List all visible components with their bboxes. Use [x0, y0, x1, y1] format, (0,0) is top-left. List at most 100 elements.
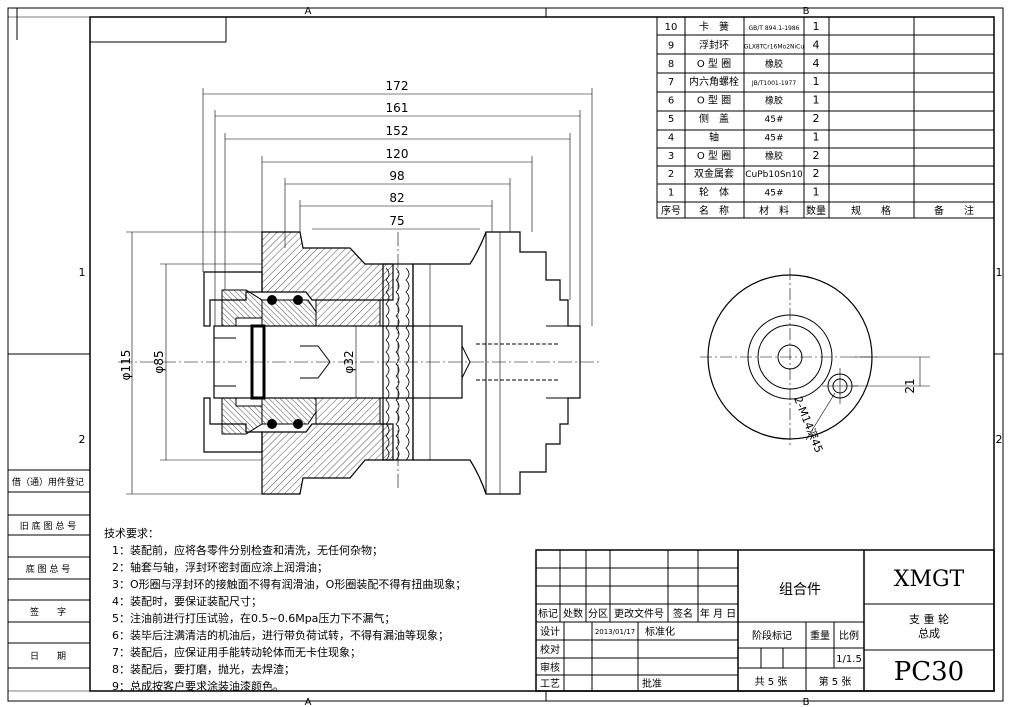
- note-4: 4：装配时，要保证装配尺寸；: [112, 595, 262, 608]
- bom-cell-no: 7: [668, 77, 674, 88]
- bom-cell-qty: 2: [813, 112, 820, 125]
- dim-172: 172: [386, 79, 409, 93]
- note-2: 2：轴套与轴，浮封环密封面应涂上润滑油；: [112, 561, 328, 574]
- tb-process: 工艺: [540, 678, 560, 690]
- bom-cell-no: 4: [668, 132, 674, 143]
- bom-cell-material: 45#: [765, 189, 784, 199]
- tb-stage-mark: 阶段标记: [752, 629, 792, 642]
- section-view: [118, 231, 600, 495]
- bom-cell-qty: 1: [813, 94, 820, 107]
- bom-cell-qty: 4: [813, 57, 820, 70]
- bom-cell-qty: 1: [813, 186, 820, 199]
- dim-dia-115: φ115: [119, 350, 133, 381]
- bom-header-no: 序号: [661, 204, 681, 217]
- bom-cell-no: 3: [668, 151, 674, 162]
- bom-cell-no: 8: [668, 59, 674, 70]
- rev-zone: 分区: [588, 608, 608, 620]
- dim-75: 75: [389, 214, 404, 228]
- dim-dia-32: φ32: [342, 350, 356, 373]
- tb-design: 设计: [540, 625, 560, 638]
- bom-cell-qty: 1: [813, 130, 820, 143]
- row-1-left: 1: [79, 266, 86, 279]
- dim-thread: 2-M14深45: [791, 395, 825, 455]
- registry-label-sign: 签 字: [30, 606, 66, 618]
- tb-design-date: 2013/01/17: [595, 628, 635, 636]
- rev-mark: 标记: [538, 608, 558, 620]
- dim-82: 82: [389, 191, 404, 205]
- title-rev-headers: 标记 处数 分区 更改文件号 签名 年 月 日: [538, 607, 736, 620]
- bom-cell-name: 内六角螺栓: [689, 75, 739, 88]
- dim-152: 152: [386, 124, 409, 138]
- bom-cell-no: 2: [668, 169, 674, 180]
- notes-title: 技术要求：: [104, 527, 159, 540]
- row-2-left: 2: [79, 433, 86, 446]
- tb-review: 审核: [540, 661, 560, 674]
- dim-120: 120: [386, 147, 409, 161]
- bom-header-name: 名 称: [699, 204, 729, 217]
- title-block: [535, 549, 995, 692]
- rev-doc: 更改文件号: [614, 607, 664, 620]
- bom-table: [656, 16, 995, 219]
- horizontal-dimensions: [202, 88, 593, 326]
- bom-cell-material: 橡胶: [765, 95, 783, 107]
- bom-cell-qty: 2: [813, 167, 820, 180]
- zone-a-bottom: A: [305, 697, 312, 707]
- bom-cell-name: O 型 圈: [697, 94, 731, 107]
- tb-weight: 重量: [810, 629, 830, 642]
- bom-header-qty: 数量: [806, 204, 826, 217]
- note-8: 8：装配后，要打磨，抛光，去焊渣；: [112, 663, 295, 676]
- tb-sheet-no: 第 5 张: [819, 675, 852, 688]
- dim-98: 98: [389, 169, 404, 183]
- tb-standardize: 标准化: [645, 625, 675, 638]
- bom-cell-qty: 1: [813, 75, 820, 88]
- bom-cell-material: JB/T1001-1977: [751, 80, 796, 87]
- tb-drawing-name-1: 支 重 轮: [909, 612, 949, 626]
- bom-cell-material: 45#: [765, 133, 784, 143]
- note-9: 9：总成按客户要求涂装油漆颜色。: [112, 680, 284, 693]
- bom-cell-material: 橡胶: [765, 58, 783, 70]
- registry-label-date: 日 期: [30, 651, 66, 662]
- dim-161: 161: [386, 101, 409, 115]
- dim-21: 21: [903, 378, 917, 393]
- rev-sign: 签名: [673, 607, 693, 620]
- bom-cell-material: CuPb10Sn10: [745, 170, 803, 180]
- bom-cell-material: 橡胶: [765, 150, 783, 162]
- tb-total-sheets: 共 5 张: [755, 676, 788, 688]
- bom-cell-qty: 4: [813, 38, 820, 51]
- bom-cell-material: 45#: [765, 115, 784, 125]
- tb-approve: 批准: [642, 677, 662, 690]
- tb-model: PC30: [894, 657, 964, 687]
- rev-date: 年 月 日: [700, 607, 736, 620]
- row-1-right: 1: [996, 266, 1003, 279]
- registry-label-borrowed: 借（通）用件登记: [12, 476, 84, 488]
- bom-header: 序号 名 称 材 料 数量 规 格 备 注: [661, 204, 974, 217]
- bom-cell-name: 卡 簧: [699, 20, 729, 33]
- bom-cell-no: 10: [665, 22, 678, 33]
- side-view: [700, 268, 930, 446]
- zone-b-bottom: B: [803, 697, 810, 707]
- bom-header-remark: 备 注: [934, 204, 974, 217]
- note-5: 5：注油前进行打压试验，在0.5~0.6Mpa压力下不漏气；: [112, 612, 396, 625]
- bom-cell-no: 6: [668, 96, 674, 107]
- registry-label-old-drawing: 旧 底 图 总 号: [20, 520, 76, 532]
- bom-cell-qty: 2: [813, 149, 820, 162]
- dim-dia-85: φ85: [152, 350, 166, 373]
- tb-company: XMGT: [894, 567, 965, 592]
- tb-assembly: 组合件: [779, 582, 821, 598]
- registry-label-drawing: 底 图 总 号: [26, 563, 71, 575]
- zone-b-top: B: [803, 6, 810, 17]
- bom-cell-name: 轴: [709, 130, 719, 143]
- bom-cell-name: O 型 圈: [697, 149, 731, 162]
- zone-a-top: A: [305, 6, 312, 17]
- bom-header-material: 材 料: [759, 204, 789, 217]
- bom-cell-name: 侧 盖: [699, 112, 729, 125]
- bom-cell-material: GLX8TCr16Mo2NiCu: [744, 43, 805, 50]
- note-6: 6：装毕后注满清洁的机油后，进行带负荷试转，不得有漏油等现象；: [112, 629, 449, 642]
- bom-cell-name: 轮 体: [699, 186, 729, 199]
- vertical-dimensions: [126, 231, 357, 495]
- note-3: 3：O形圈与浮封环的接触面不得有润滑油，O形圈装配不得有扭曲现象；: [112, 578, 467, 591]
- technical-requirements: 技术要求： 1：装配前，应将各零件分别检查和清洗，无任何杂物； 2：轴套与轴，浮…: [104, 525, 604, 695]
- bom-cell-material: GB/T 894.1-1986: [749, 25, 800, 32]
- registry-table: [7, 469, 91, 669]
